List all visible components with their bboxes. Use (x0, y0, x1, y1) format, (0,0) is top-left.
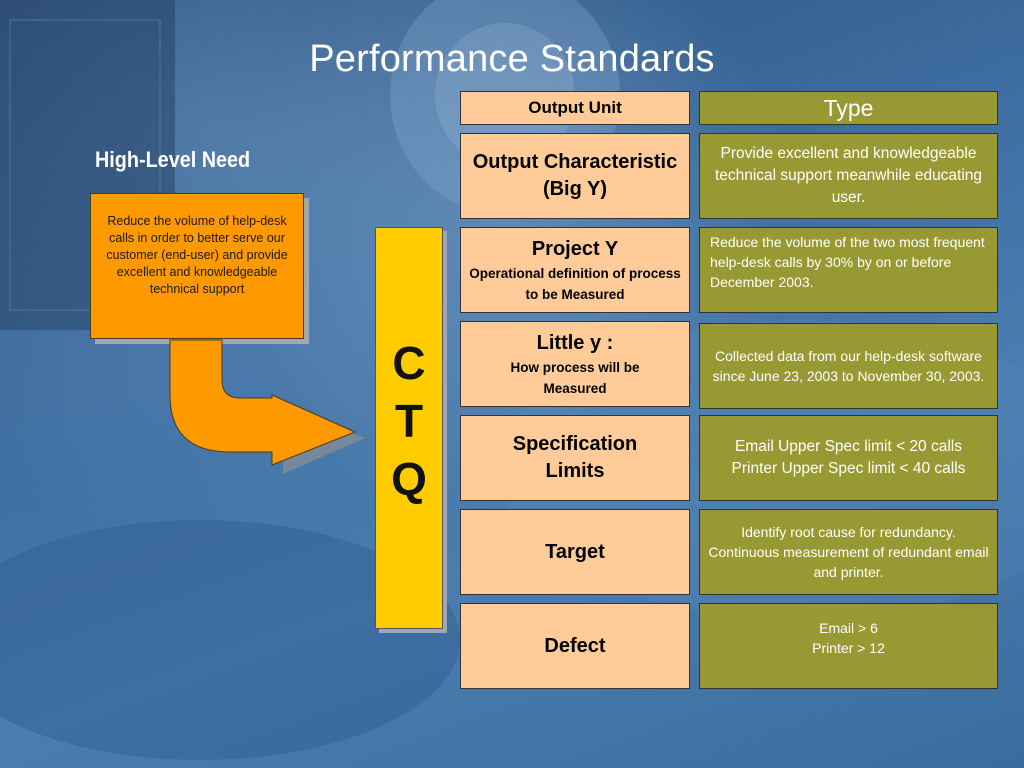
header-type: Type (699, 91, 998, 125)
type-line: Email Upper Spec limit < 20 calls (735, 438, 962, 455)
defect-cell: Defect (460, 603, 690, 689)
specification-limits-cell: Specification Limits (460, 415, 690, 501)
type-line: Printer Upper Spec limit < 40 calls (731, 460, 966, 477)
little-y-type-cell: Collected data from our help-desk softwa… (699, 323, 998, 409)
specification-limits-line-1: Specification (512, 433, 638, 455)
project-y-sub-line-1: Operational definition of process (469, 265, 681, 281)
type-line: Provide excellent and knowledgeable (720, 145, 977, 162)
high-level-need-box: Reduce the volume of help-desk calls in … (90, 193, 304, 339)
type-line: Continuous measurement of redundant emai… (708, 544, 989, 560)
specification-limits-line-2: Limits (545, 460, 605, 482)
target-type-cell: Identify root cause for redundancy. Cont… (699, 509, 998, 595)
ctq-letter-c: C (392, 337, 426, 389)
defect-type-cell: Email > 6 Printer > 12 (699, 603, 998, 689)
specification-limits-type-cell: Email Upper Spec limit < 20 calls Printe… (699, 415, 998, 501)
target-label: Target (545, 540, 605, 563)
high-level-need-text: Reduce the volume of help-desk calls in … (106, 214, 288, 296)
little-y-cell: Little y : How process will be Measured (460, 321, 690, 407)
type-line: help-desk calls by 30% by on or before (710, 254, 952, 270)
type-line: Collected data from our help-desk softwa… (715, 348, 982, 364)
output-characteristic-line-2: (Big Y) (542, 178, 608, 200)
type-line: and printer. (813, 564, 884, 580)
project-y-type-cell: Reduce the volume of the two most freque… (699, 227, 998, 313)
ctq-letter-t: T (394, 395, 424, 447)
output-characteristic-cell: Output Characteristic (Big Y) (460, 133, 690, 219)
output-characteristic-line-1: Output Characteristic (472, 151, 678, 173)
defect-label: Defect (544, 634, 606, 657)
little-y-title: Little y : (536, 331, 614, 354)
type-line: user. (831, 189, 866, 206)
type-line: technical support meanwhile educating (714, 167, 983, 184)
project-y-title: Project Y (531, 237, 619, 260)
type-line: Reduce the volume of the two most freque… (710, 234, 985, 250)
type-line: Identify root cause for redundancy. (741, 524, 956, 540)
project-y-sub-line-2: to be Measured (525, 286, 625, 302)
little-y-sub-line-2: Measured (543, 380, 607, 396)
type-line: since June 23, 2003 to November 30, 2003… (712, 368, 985, 384)
output-characteristic-type-cell: Provide excellent and knowledgeable tech… (699, 133, 998, 219)
project-y-cell: Project Y Operational definition of proc… (460, 227, 690, 313)
header-type-label: Type (823, 94, 874, 121)
ctq-letter-q: Q (391, 453, 427, 505)
type-line: December 2003. (710, 274, 814, 290)
page-title: Performance Standards (309, 38, 715, 80)
high-level-need-label: High-Level Need (95, 147, 251, 172)
type-line: Email > 6 (819, 620, 878, 636)
header-output-unit: Output Unit (460, 91, 690, 125)
type-line: Printer > 12 (812, 640, 885, 656)
header-output-unit-label: Output Unit (528, 98, 622, 117)
ctq-bar: C T Q (375, 227, 443, 629)
little-y-sub-line-1: How process will be (510, 359, 640, 375)
target-cell: Target (460, 509, 690, 595)
